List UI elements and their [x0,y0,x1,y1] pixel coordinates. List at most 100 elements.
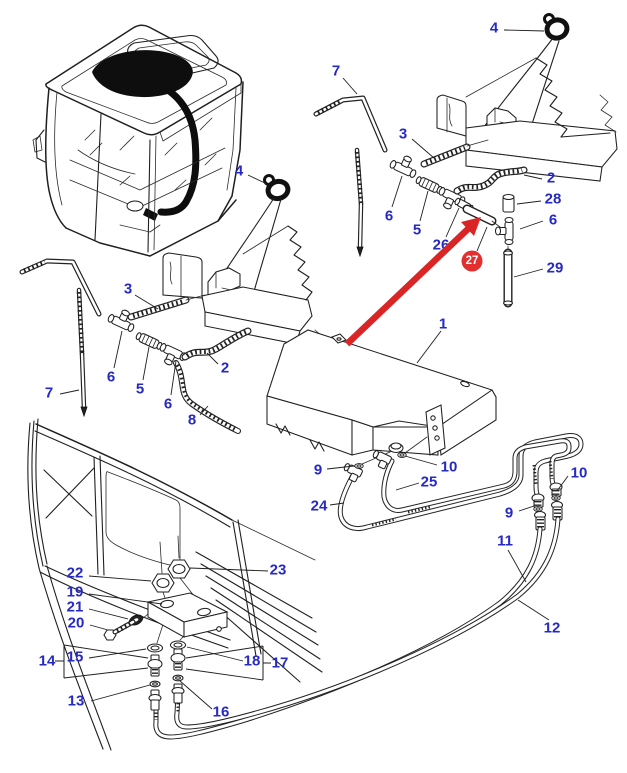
pipe-25-run [381,438,572,514]
tee-fitting-6-right-side [494,216,514,246]
leader-line-7-left [59,389,80,395]
platform-right [436,57,618,182]
callout-6-la: 6 [107,369,115,386]
nut-22 [151,573,175,593]
fitting-14 [147,654,163,677]
callout-6-ra: 6 [385,208,393,225]
callout-2-right: 2 [547,170,555,187]
leader-line-12 [517,599,550,621]
callout-13: 13 [68,693,85,710]
callout-21: 21 [67,599,84,616]
cab-upper-illustration [32,24,244,257]
bracket-tick-14-0 [63,644,149,659]
callout-15: 15 [67,649,84,666]
highlight-badge-circle [461,250,483,272]
leader-line-19 [88,593,163,605]
pipe-24-run [337,433,584,532]
leader-line-11 [507,549,527,583]
leader-line-6-ra [391,175,403,208]
leader-line-29 [513,268,544,278]
callout-16: 16 [213,704,230,721]
callout-20: 20 [68,615,85,632]
mirror-bracket [32,129,46,163]
callout-17: 17 [272,655,289,672]
washer-9-right [533,506,543,512]
highlight-arrow-shaft [344,225,472,347]
leader-line-3-right [411,138,435,159]
callout-25: 25 [421,474,438,491]
callout-10-right: 10 [571,465,588,482]
oring-13 [149,680,161,688]
callout-4-left: 4 [235,163,244,180]
leader-line-25 [395,482,420,491]
leader-line-1 [416,330,442,364]
washer-9-left [354,463,364,469]
leader-line-18 [186,646,244,662]
fuel-tank-1 [266,329,497,465]
cap-28 [502,193,515,213]
hose-8 [173,360,241,434]
bracket-tick-17-1 [185,668,264,681]
callout-22: 22 [67,565,84,582]
leader-line-9-right [518,505,535,512]
hose-2-right [453,166,528,195]
callout-5-left: 5 [136,381,144,398]
callout-2-left: 2 [221,360,229,377]
leader-line-28 [516,200,542,205]
callout-8: 8 [188,412,196,429]
leader-line-26 [445,207,460,238]
callout-19: 19 [67,584,84,601]
hose-3-right [420,139,489,168]
callout-28: 28 [545,191,562,208]
callout-24: 24 [311,498,328,515]
bolt-20 [103,619,136,641]
leader-line-5-left [142,346,150,381]
platform-left [162,225,329,363]
callout-4-right: 4 [490,20,499,37]
leader-line-8 [199,405,209,416]
callout-7-left: 7 [45,385,53,402]
leader-line-9-left [326,465,355,470]
breather-tube-left [19,258,102,418]
leader-line-21 [88,608,129,620]
callout-10-left: 10 [441,459,458,476]
highlight-arrow-head [461,217,481,236]
callout-5-right: 5 [413,222,421,239]
callout-11: 11 [497,533,513,550]
oring-16 [172,674,184,682]
leader-line-10-right [556,475,569,492]
breather-tube-right [313,95,388,258]
roof-harness-blob [92,50,193,98]
callout-9-right: 9 [505,505,513,522]
bracket-tick-17-0 [185,645,264,659]
washer-10-left [397,452,407,458]
leader-line-2-right [523,174,543,180]
callout-6-right: 6 [549,212,557,229]
elbow-fitting-right [372,450,392,470]
tube-29 [502,245,514,308]
leader-line-7-right [342,77,358,95]
washer-15 [146,643,164,653]
leader-line-22 [88,575,152,582]
callout-29: 29 [547,260,564,277]
badge-leader-line [476,226,488,252]
leader-line-20 [89,624,109,631]
leader-line-24 [329,502,345,506]
leader-line-4-right [503,29,545,32]
washer-10-right [551,495,561,501]
leader-line-3-left [134,294,159,310]
callout-7-right: 7 [332,63,340,80]
callout-23: 23 [270,562,287,579]
cab-black-hose [157,86,200,216]
callout-6-lb: 6 [164,396,172,413]
fitting-17 [170,648,186,671]
sleeve-27 [462,204,501,228]
hose-3-left [127,294,206,321]
leader-line-13 [90,684,151,702]
callout-3-left: 3 [124,281,132,298]
callout-12: 12 [544,620,561,637]
highlight-badge-label: 27 [466,255,479,267]
washer-18 [169,640,187,650]
